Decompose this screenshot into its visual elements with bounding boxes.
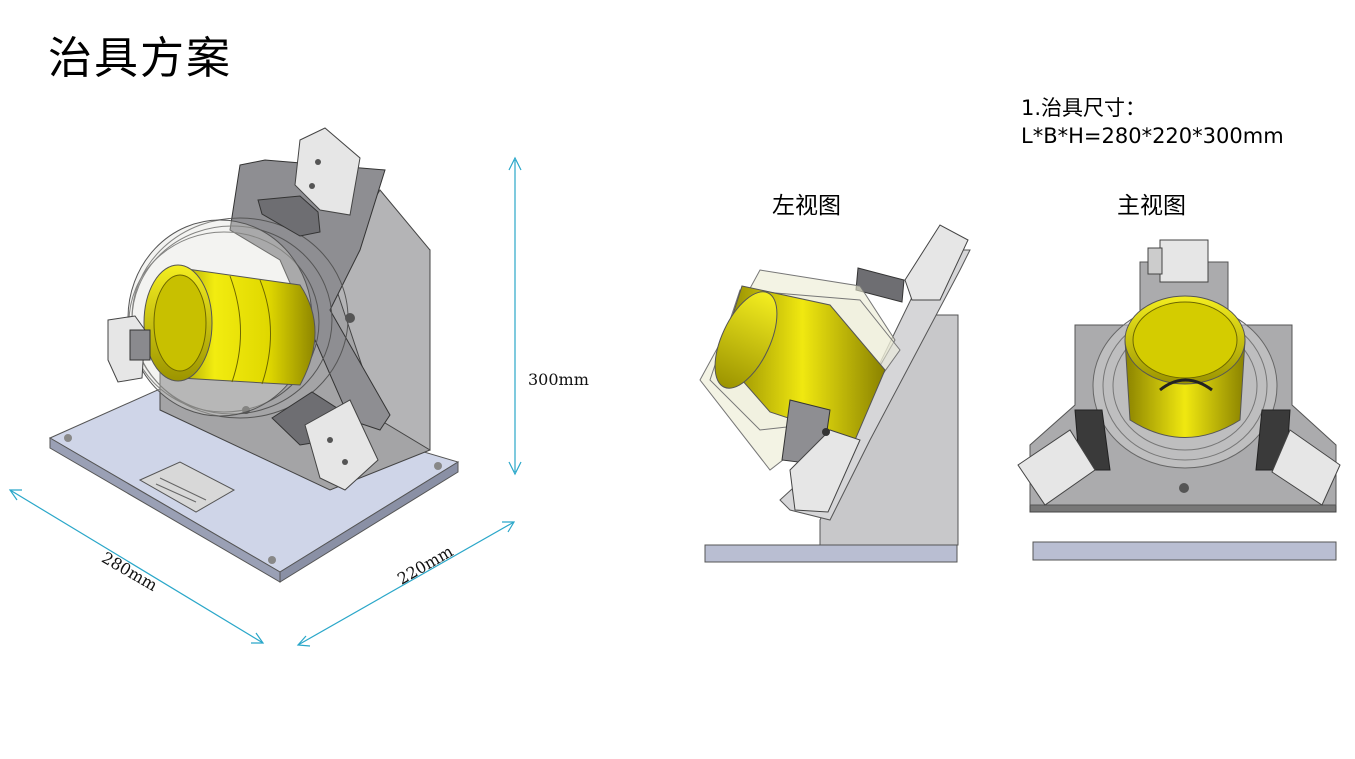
nameplate	[138, 461, 236, 513]
height-dimension-label: 300mm	[528, 370, 589, 389]
front-view-label: 主视图	[1117, 193, 1186, 219]
left-view-label: 左视图	[772, 193, 841, 219]
left-actuator	[107, 315, 151, 383]
left-view-drawing	[699, 224, 971, 563]
spec-heading: 1.治具尺寸：	[1021, 96, 1147, 120]
spec-dimensions: L*B*H=280*220*300mm	[1021, 124, 1284, 148]
bottom-actuator	[271, 391, 379, 491]
base-plate	[48, 379, 460, 583]
top-actuator	[257, 127, 361, 237]
dimension-lines	[8, 156, 522, 647]
slide-title: 治具方案	[48, 33, 232, 84]
yellow-cylinder-iso	[143, 264, 316, 386]
front-view-drawing	[1017, 239, 1341, 561]
